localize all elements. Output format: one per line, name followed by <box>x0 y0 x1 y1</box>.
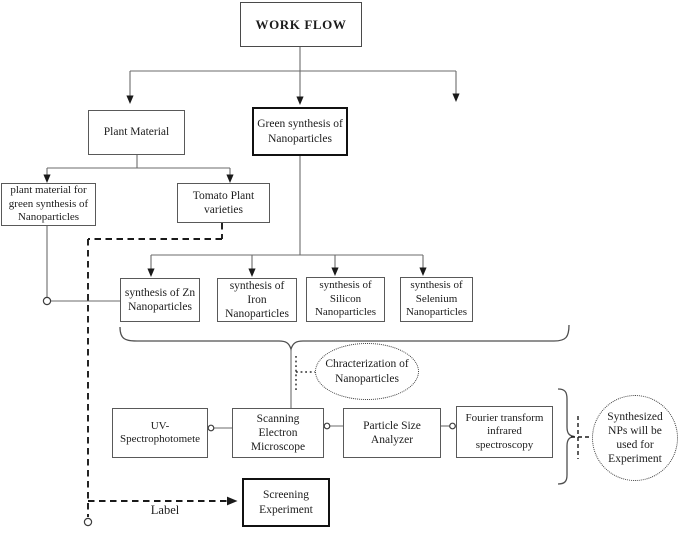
node-green-synthesis-label: Green synthesis of Nanoparticles <box>257 118 343 145</box>
node-workflow-label: WORK FLOW <box>255 16 347 32</box>
arrow-to-screening <box>227 496 238 506</box>
node-synthesis-silicon-label: synthesis of Silicon Nanoparticles <box>314 279 377 319</box>
node-synthesized-nps-label: Synthesized NPs will be used for Experim… <box>607 410 663 466</box>
port-uv-sem <box>207 424 215 432</box>
arrow-to-zn <box>147 268 155 277</box>
node-tomato-varieties: Tomato Plant varieties <box>177 183 270 223</box>
node-synthesis-zn-label: synthesis of Zn Nanoparticles <box>124 286 196 313</box>
port-sem-psa <box>323 422 331 430</box>
solid-connectors <box>46 47 457 429</box>
node-synthesis-silicon: synthesis of Silicon Nanoparticles <box>306 277 385 322</box>
arrow-to-plantmaterialfor <box>43 174 51 183</box>
edge-label-text: Label <box>150 503 180 517</box>
node-synthesis-iron-label: synthesis of Iron Nanoparticles <box>225 279 289 321</box>
arrow-to-selenium <box>419 267 427 276</box>
dashed-links-small <box>571 416 591 459</box>
arrow-to-iron <box>248 268 256 277</box>
node-plant-material-for-label: plant material for green synthesis of Na… <box>8 184 89 224</box>
node-plant-material-for: plant material for green synthesis of Na… <box>1 183 96 226</box>
node-characterization: Chracterization of Nanoparticles <box>315 343 419 400</box>
node-synthesis-zn: synthesis of Zn Nanoparticles <box>120 278 200 322</box>
node-synthesis-selenium-label: synthesis of Selenium Nanoparticles <box>405 279 468 319</box>
node-tomato-varieties-label: Tomato Plant varieties <box>192 189 255 216</box>
port-psa-fourier <box>449 422 456 430</box>
node-synthesis-iron: synthesis of Iron Nanoparticles <box>217 278 297 322</box>
arrowheads <box>43 93 460 506</box>
node-fourier: Fourier transform infrared spectroscopy <box>456 406 553 458</box>
node-synthesized-nps: Synthesized NPs will be used for Experim… <box>592 395 678 481</box>
connection-ports <box>42 296 456 527</box>
arrow-to-silicon <box>331 267 339 276</box>
node-screening: Screening Experiment <box>242 478 330 527</box>
node-fourier-label: Fourier transform infrared spectroscopy <box>465 411 544 451</box>
node-plant-material: Plant Material <box>88 110 185 155</box>
node-uv-spectro-label: UV-Spectrophotomete <box>119 419 201 445</box>
node-uv-spectro: UV-Spectrophotomete <box>112 408 208 458</box>
node-characterization-label: Chracterization of Nanoparticles <box>325 358 409 385</box>
arrow-to-tomato <box>226 174 234 183</box>
port-left-junction <box>42 296 52 306</box>
arrow-to-green-synthesis <box>296 96 304 105</box>
node-green-synthesis: Green synthesis of Nanoparticles <box>252 107 348 156</box>
node-sem-label: Scanning Electron Microscope <box>250 412 306 453</box>
node-particle-size: Particle Size Analyzer <box>343 408 441 458</box>
arrow-dangling-right <box>452 93 460 102</box>
node-workflow: WORK FLOW <box>240 2 362 47</box>
node-particle-size-label: Particle Size Analyzer <box>363 419 421 446</box>
node-plant-material-label: Plant Material <box>103 126 170 139</box>
port-dashed-endpoint <box>83 517 93 527</box>
dashed-label-path <box>87 223 228 517</box>
underbrace-synthesis-row <box>119 324 570 352</box>
arrow-to-plant-material <box>126 95 134 104</box>
node-synthesis-selenium: synthesis of Selenium Nanoparticles <box>400 277 473 322</box>
dotted-links <box>295 356 316 390</box>
node-sem: Scanning Electron Microscope <box>232 408 324 458</box>
node-screening-label: Screening Experiment <box>259 489 313 516</box>
